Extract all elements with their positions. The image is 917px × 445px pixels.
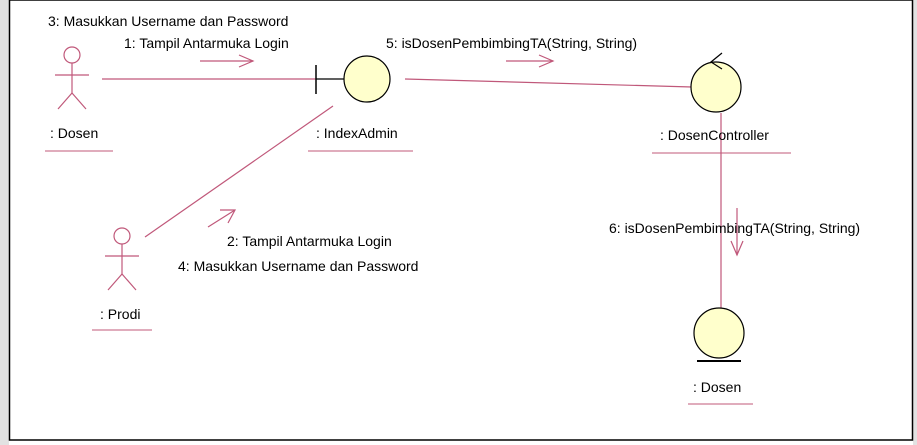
message-1-label: 1: Tampil Antarmuka Login (124, 35, 289, 51)
index-admin-label: : IndexAdmin (316, 125, 398, 141)
message-arrow-2-4 (207, 209, 237, 228)
control-icon[interactable] (690, 52, 742, 113)
right-side-shadow (913, 0, 917, 445)
dosen-controller-label: : DosenController (660, 127, 769, 143)
entity-icon[interactable] (693, 307, 745, 362)
actor-prodi-label: : Prodi (100, 306, 140, 322)
boundary-icon[interactable] (315, 55, 391, 103)
message-arrow-6 (730, 208, 744, 257)
message-3-label: 3: Masukkan Username dan Password (48, 13, 288, 29)
link-prodi-indexadmin (144, 105, 334, 238)
message-5-label: 5: isDosenPembimbingTA(String, String) (386, 35, 637, 51)
actor-prodi-icon[interactable] (105, 227, 139, 291)
link-indexadmin-controller (404, 78, 693, 88)
message-4-label: 4: Masukkan Username dan Password (178, 258, 418, 274)
diagram-frame (8, 0, 914, 441)
actor-dosen-icon[interactable] (55, 46, 89, 110)
message-2-label: 2: Tampil Antarmuka Login (227, 233, 392, 249)
message-arrow-5 (506, 54, 555, 68)
left-side-shadow (0, 0, 9, 445)
message-6-label: 6: isDosenPembimbingTA(String, String) (609, 220, 860, 236)
actor-dosen-label: : Dosen (50, 125, 98, 141)
dosen-entity-label: : Dosen (693, 379, 741, 395)
message-arrow-1 (200, 54, 255, 68)
